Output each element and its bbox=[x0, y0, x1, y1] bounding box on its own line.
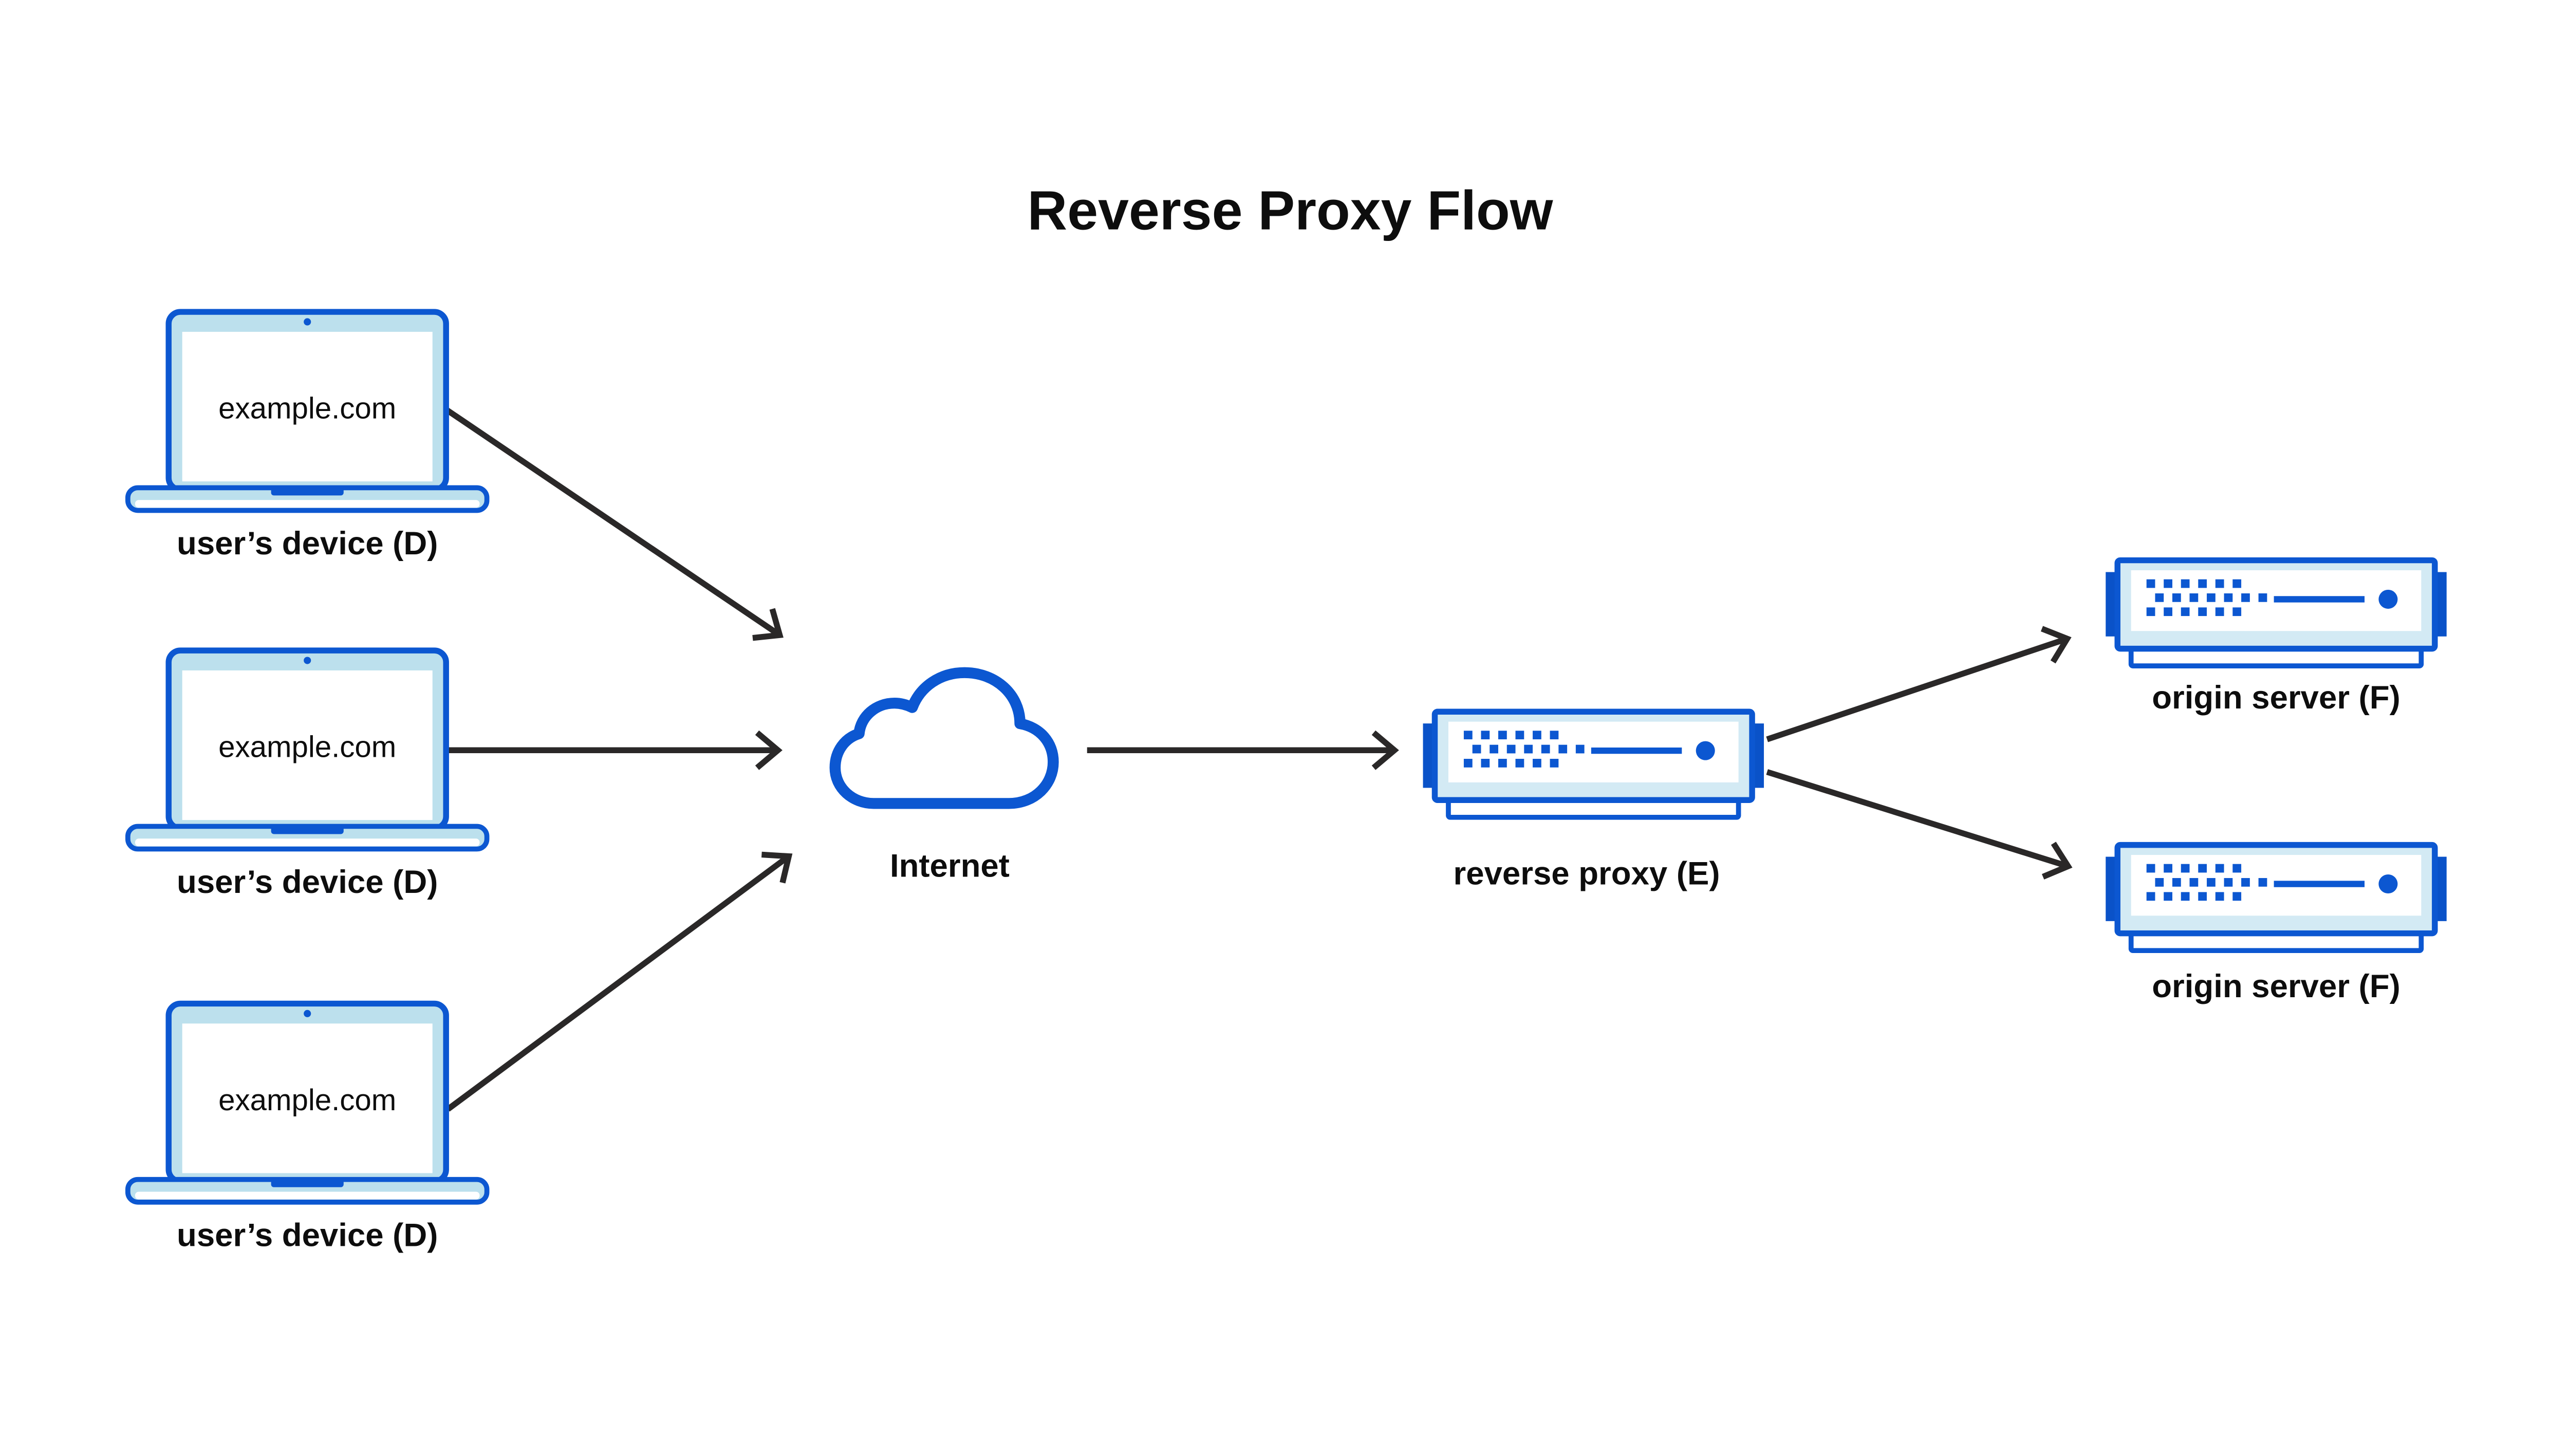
arrow-proxy-origin2 bbox=[1766, 769, 2069, 869]
server-icon-origin2 bbox=[2106, 845, 2446, 951]
device3-screen-text: example.com bbox=[218, 1084, 396, 1117]
reverse-proxy-label: reverse proxy (E) bbox=[1454, 855, 1720, 891]
arrow-proxy-origin1 bbox=[1766, 636, 2069, 742]
server-icon-reverse-proxy bbox=[1423, 712, 1764, 817]
arrow-device3-internet bbox=[446, 854, 791, 1112]
arrow-device2-internet-head bbox=[755, 730, 783, 770]
server-icon-origin1 bbox=[2106, 561, 2446, 666]
internet-label: Internet bbox=[890, 847, 1010, 884]
arrow-proxy-origin2-head bbox=[2042, 842, 2073, 880]
arrow-device1-internet-head bbox=[752, 608, 784, 641]
arrow-proxy-origin1-head bbox=[2040, 626, 2072, 664]
device1-label: user’s device (D) bbox=[177, 525, 438, 562]
internet-cloud-icon bbox=[829, 667, 1059, 809]
origin2-label: origin server (F) bbox=[2152, 968, 2400, 1004]
page-title: Reverse Proxy Flow bbox=[1028, 179, 1553, 241]
device2-label: user’s device (D) bbox=[177, 864, 438, 900]
arrow-internet-proxy-head bbox=[1371, 730, 1399, 770]
device1-screen-text: example.com bbox=[218, 391, 396, 425]
origin1-label: origin server (F) bbox=[2152, 679, 2400, 716]
device2-screen-text: example.com bbox=[218, 730, 396, 763]
cloud-icon bbox=[829, 667, 1059, 809]
arrow-device3-internet-head bbox=[761, 851, 793, 884]
edges bbox=[444, 407, 2073, 1112]
device3-label: user’s device (D) bbox=[177, 1217, 438, 1253]
arrow-device1-internet bbox=[444, 407, 781, 638]
